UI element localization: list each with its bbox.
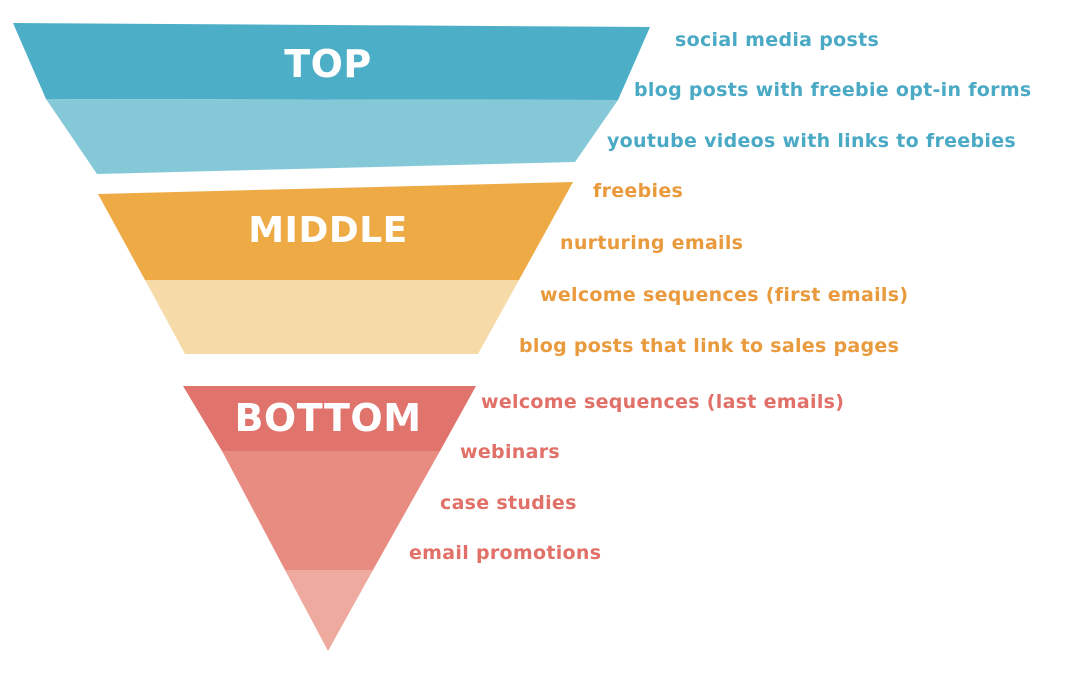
- top-stage-band-light: [46, 99, 618, 174]
- top-item-blog-posts-optin: blog posts with freebie opt-in forms: [634, 79, 1032, 101]
- top-item-youtube-videos: youtube videos with links to freebies: [607, 130, 1017, 152]
- bottom-stage-band-light: [285, 570, 373, 651]
- middle-item-welcome-first: welcome sequences (first emails): [540, 284, 909, 306]
- bottom-stage-band-mid: [222, 451, 440, 570]
- stage-label-top: TOP: [284, 42, 372, 86]
- middle-stage-band-dark: [98, 182, 573, 280]
- stage-label-bottom: BOTTOM: [234, 396, 422, 440]
- bottom-item-case-studies: case studies: [440, 492, 577, 514]
- middle-item-blog-sales-pages: blog posts that link to sales pages: [519, 335, 900, 357]
- top-stage-band-dark: [13, 23, 650, 100]
- bottom-item-email-promotions: email promotions: [409, 542, 602, 564]
- stage-label-middle: MIDDLE: [248, 210, 408, 251]
- middle-item-freebies: freebies: [593, 180, 684, 202]
- bottom-item-webinars: webinars: [460, 441, 560, 463]
- middle-item-nurturing-emails: nurturing emails: [560, 232, 744, 254]
- middle-stage-band-light: [145, 280, 519, 354]
- bottom-item-welcome-last: welcome sequences (last emails): [481, 391, 845, 413]
- bottom-stage-band-dark: [183, 386, 476, 451]
- top-item-social-media-posts: social media posts: [675, 29, 880, 51]
